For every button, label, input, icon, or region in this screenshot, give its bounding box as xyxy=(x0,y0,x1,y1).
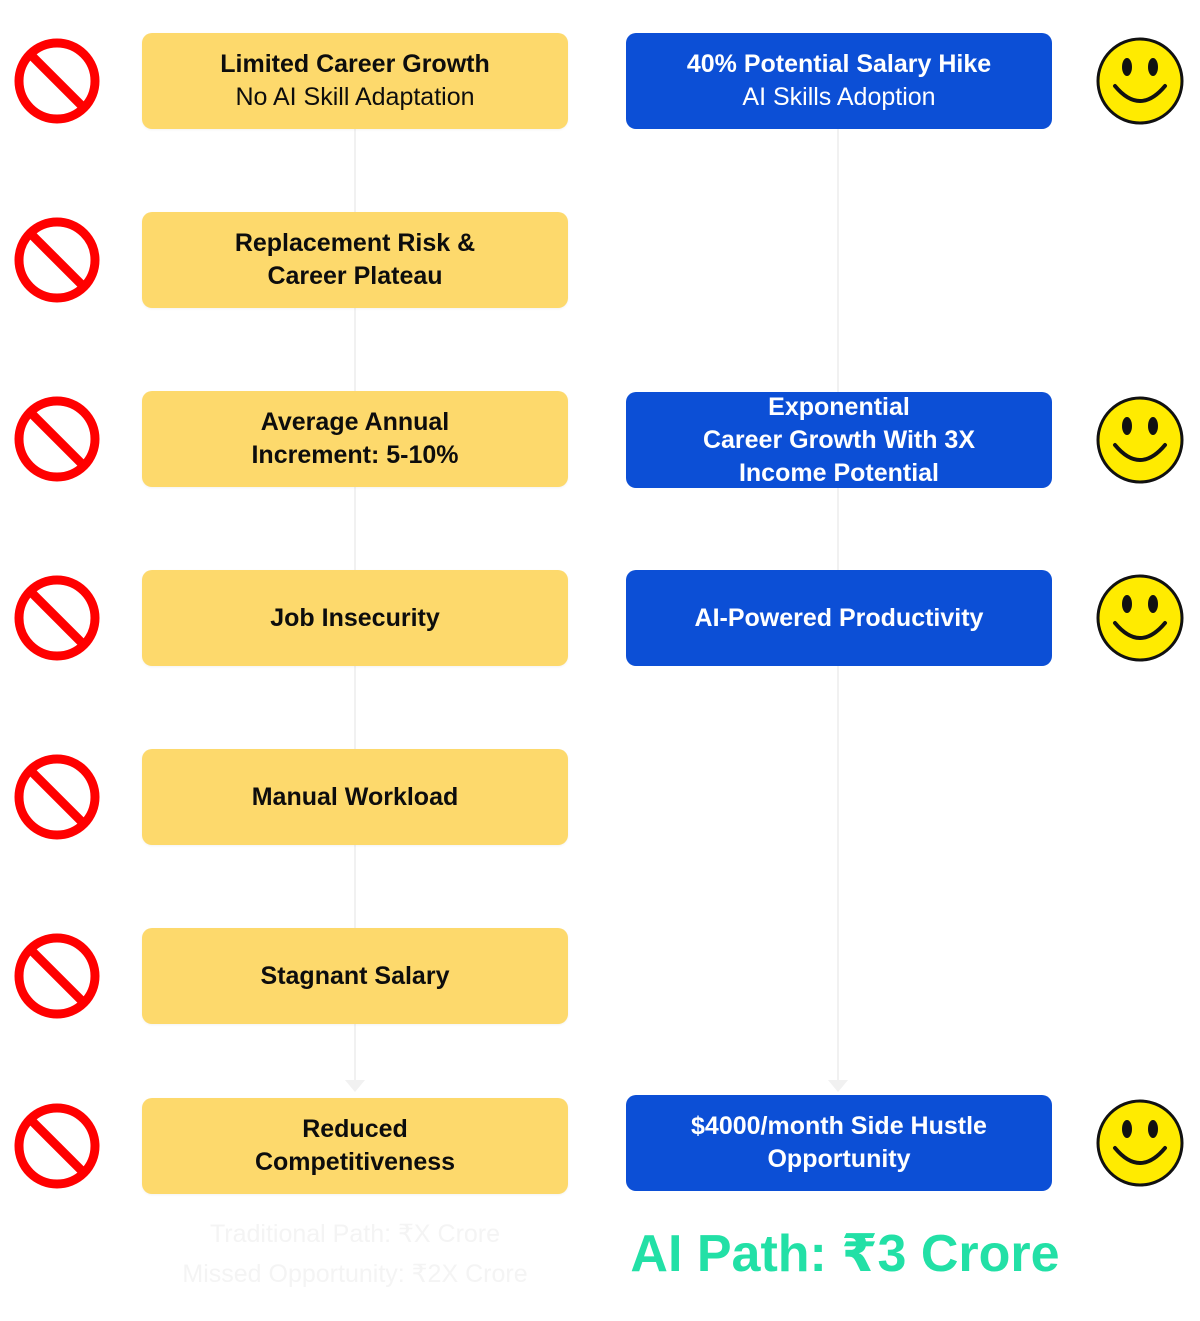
box-line: $4000/month Side Hustle xyxy=(691,1112,987,1140)
box-line: AI Skills Adoption xyxy=(742,83,936,111)
prohibited-icon xyxy=(12,1101,102,1191)
smiley-face-icon xyxy=(1095,1098,1185,1188)
box-line: Career Plateau xyxy=(267,262,443,290)
prohibited-icon xyxy=(12,394,102,484)
traditional-path-text: Traditional Path: ₹X Crore xyxy=(209,1220,501,1248)
smiley-face-icon xyxy=(1095,573,1185,663)
box-line: Limited Career Growth xyxy=(220,50,490,78)
box-line: Increment: 5-10% xyxy=(251,441,459,469)
traditional-step-box: Limited Career Growth No AI Skill Adapta… xyxy=(142,33,568,129)
traditional-step-box: Average Annual Increment: 5-10% xyxy=(142,391,568,487)
box-line: Manual Workload xyxy=(251,782,459,811)
left-arrow-head xyxy=(345,1080,365,1092)
box-line: AI-Powered Productivity xyxy=(694,603,984,632)
box-line: Stagnant Salary xyxy=(260,961,450,990)
box-line: Career Growth With 3X xyxy=(702,425,976,454)
traditional-step-box: Stagnant Salary xyxy=(142,928,568,1024)
ai-step-box: 40% Potential Salary Hike AI Skills Adop… xyxy=(626,33,1052,129)
ai-step-box: AI-Powered Productivity xyxy=(626,570,1052,666)
ai-step-box: $4000/month Side Hustle Opportunity xyxy=(626,1095,1052,1191)
box-line: Replacement Risk & xyxy=(234,229,476,257)
ai-step-box: Exponential Career Growth With 3X Income… xyxy=(626,392,1052,488)
prohibited-icon xyxy=(12,573,102,663)
missed-opportunity-text: Missed Opportunity: ₹2X Crore xyxy=(182,1260,528,1288)
prohibited-icon xyxy=(12,215,102,305)
ai-path-summary: AI Path: ₹3 Crore xyxy=(630,1225,1060,1283)
smiley-face-icon xyxy=(1095,395,1185,485)
traditional-step-box: Replacement Risk & Career Plateau xyxy=(142,212,568,308)
box-line: No AI Skill Adaptation xyxy=(235,83,475,111)
box-line: 40% Potential Salary Hike xyxy=(686,50,992,78)
box-line: Job Insecurity xyxy=(270,603,440,632)
box-line: Exponential xyxy=(768,392,910,421)
box-line: Average Annual xyxy=(260,408,450,436)
traditional-path-summary: Traditional Path: ₹X Crore Missed Opport… xyxy=(120,1214,590,1294)
traditional-step-box: Reduced Competitiveness xyxy=(142,1098,568,1194)
prohibited-icon xyxy=(12,36,102,126)
smiley-face-icon xyxy=(1095,36,1185,126)
traditional-step-box: Job Insecurity xyxy=(142,570,568,666)
prohibited-icon xyxy=(12,931,102,1021)
box-line: Opportunity xyxy=(767,1145,911,1173)
right-arrow-head xyxy=(828,1080,848,1092)
box-line: Competitiveness xyxy=(254,1148,456,1176)
traditional-step-box: Manual Workload xyxy=(142,749,568,845)
box-line: Income Potential xyxy=(738,458,940,487)
box-line: Reduced xyxy=(302,1115,408,1143)
prohibited-icon xyxy=(12,752,102,842)
